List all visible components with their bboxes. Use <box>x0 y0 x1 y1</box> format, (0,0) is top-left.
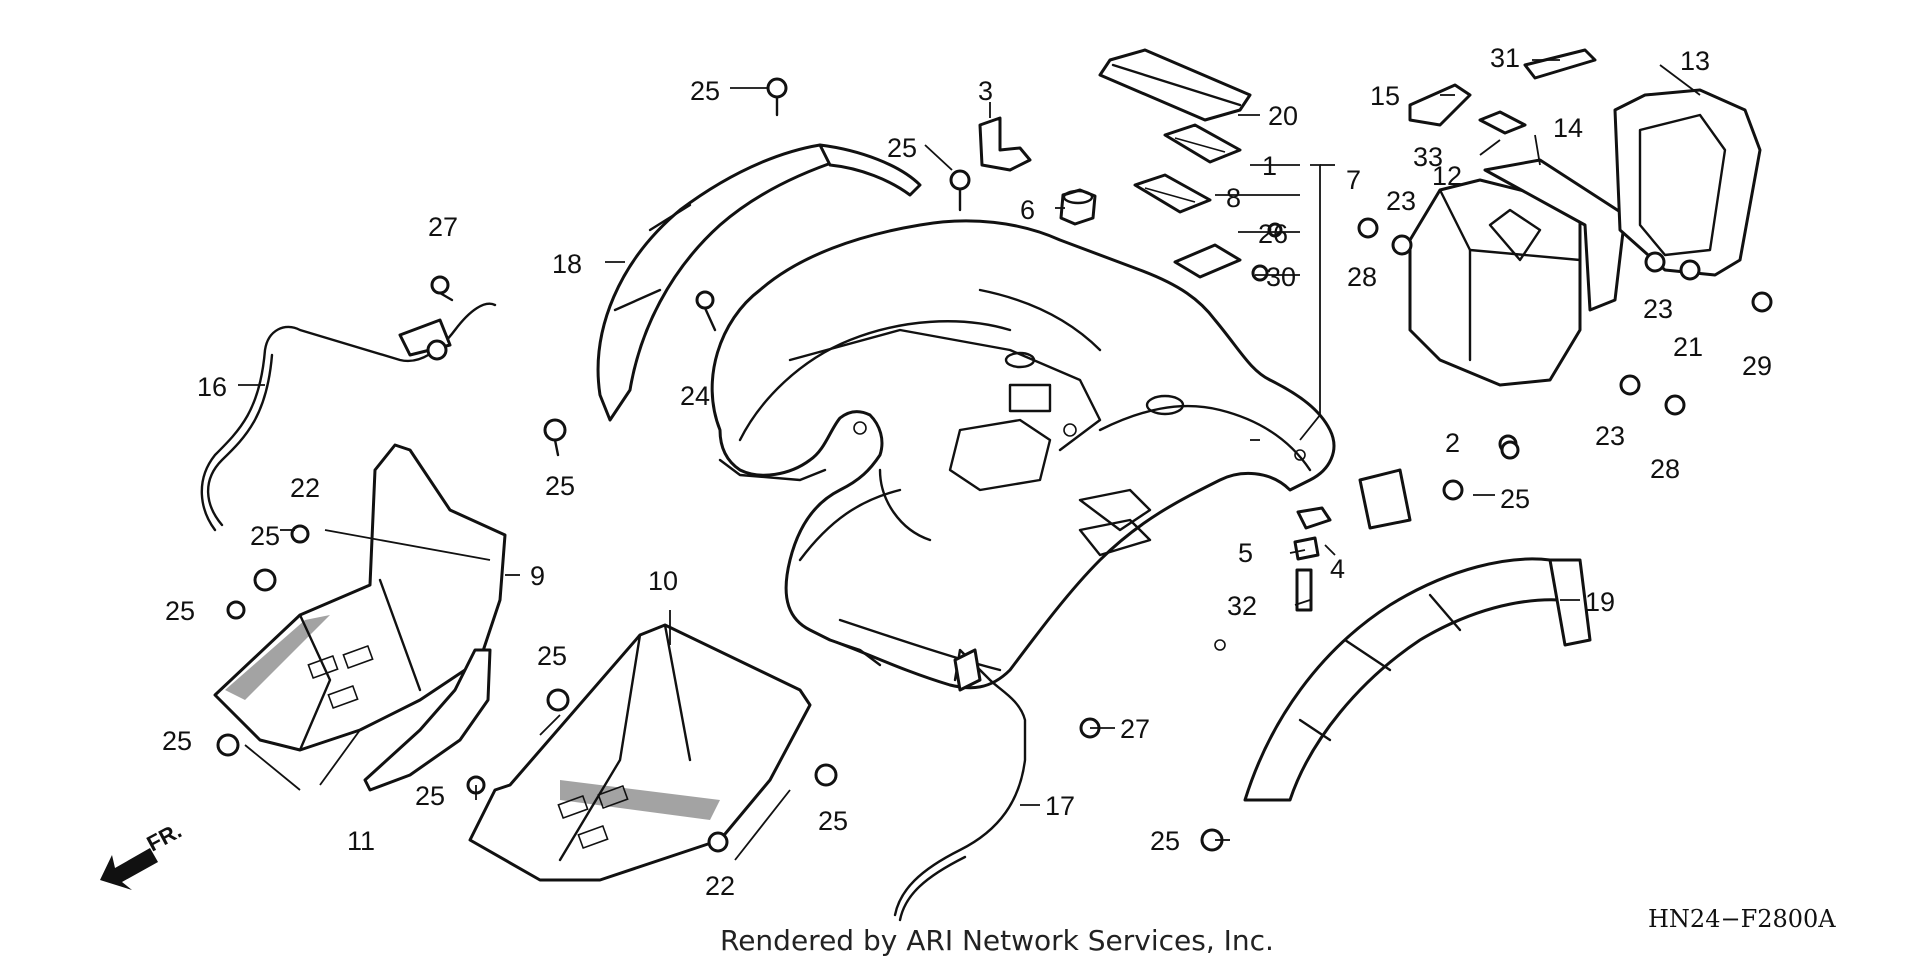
callout: 11 <box>347 826 375 856</box>
fasteners <box>216 77 1773 853</box>
callout: 25 <box>690 76 720 106</box>
pad-1 <box>1163 123 1242 164</box>
callout: 23 <box>1595 421 1625 451</box>
callout: 28 <box>1347 262 1377 292</box>
callout: 25 <box>250 521 280 551</box>
guard-18 <box>596 143 922 422</box>
bracket-3 <box>978 116 1032 172</box>
callout: 14 <box>1553 113 1583 143</box>
callout: 25 <box>1500 484 1530 514</box>
callout: 20 <box>1268 101 1298 131</box>
callout: 25 <box>818 806 848 836</box>
callout: 27 <box>1120 714 1150 744</box>
front-arrow: FR. <box>100 818 186 890</box>
strap-31 <box>1523 48 1597 80</box>
callout: 27 <box>428 212 458 242</box>
callout: 1 <box>1262 151 1277 181</box>
callout: 24 <box>680 381 710 411</box>
callout: 32 <box>1227 591 1257 621</box>
callout: 2 <box>1445 428 1460 458</box>
cover-20 <box>1098 48 1252 122</box>
callout: 8 <box>1226 183 1241 213</box>
callout: 25 <box>537 641 567 671</box>
rear-fender <box>710 219 1336 690</box>
guard-19 <box>1243 468 1592 802</box>
credit-line: Rendered by ARI Network Services, Inc. <box>720 924 1274 957</box>
callout: 19 <box>1585 587 1615 617</box>
callout: 25 <box>162 726 192 756</box>
callout: 22 <box>290 473 320 503</box>
callout: 3 <box>978 76 993 106</box>
callout: 21 <box>1673 332 1703 362</box>
callout: 12 <box>1432 161 1462 191</box>
pipe-16 <box>200 302 497 532</box>
callout: 16 <box>197 372 227 402</box>
lid-13 <box>1613 88 1762 277</box>
callout: 23 <box>1643 294 1673 324</box>
plate-26 <box>1173 243 1242 279</box>
callout: 6 <box>1020 195 1035 225</box>
callout: 15 <box>1370 81 1400 111</box>
diagram-code: HN24−F2800A <box>1648 905 1836 933</box>
callout-labels: 25 3 25 20 1 7 8 26 6 30 31 15 13 33 14 … <box>162 43 1772 901</box>
leader-lines <box>238 59 1701 861</box>
callout: 29 <box>1742 351 1772 381</box>
pipe-17 <box>893 648 1027 922</box>
callout: 5 <box>1238 538 1253 568</box>
callout: 13 <box>1680 46 1710 76</box>
callout: 28 <box>1650 454 1680 484</box>
callout: 25 <box>1150 826 1180 856</box>
box-12 <box>1408 178 1582 387</box>
mudguard-11 <box>363 648 492 792</box>
callout: 18 <box>552 249 582 279</box>
callout: 25 <box>887 133 917 163</box>
rubber-4 <box>1296 506 1332 530</box>
callout: 23 <box>1386 186 1416 216</box>
callout: 26 <box>1258 219 1288 249</box>
callout: 25 <box>415 781 445 811</box>
callout: 10 <box>648 566 678 596</box>
step-10 <box>468 623 812 882</box>
block-33 <box>1478 110 1527 135</box>
callout: 30 <box>1266 262 1296 292</box>
callout: 31 <box>1490 43 1520 73</box>
callout: 4 <box>1330 554 1345 584</box>
callout: 25 <box>165 596 195 626</box>
callout: 33 <box>1413 142 1443 172</box>
callout: 22 <box>705 871 735 901</box>
callout: 7 <box>1346 165 1361 195</box>
callout: 25 <box>545 471 575 501</box>
step-9 <box>213 443 507 752</box>
pad-8 <box>1133 173 1212 214</box>
grommet-6 <box>1059 188 1097 226</box>
latch-15 <box>1408 83 1472 127</box>
callout: 17 <box>1045 791 1075 821</box>
callout: 9 <box>530 561 545 591</box>
collar-5 <box>1293 536 1320 561</box>
